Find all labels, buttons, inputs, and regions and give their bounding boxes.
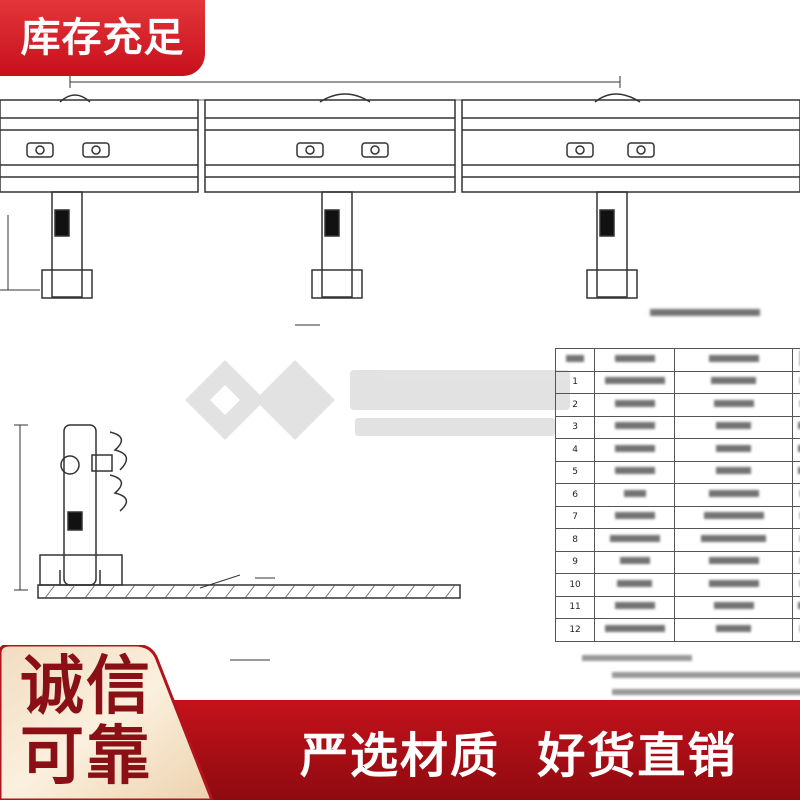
left-panel-bg xyxy=(0,645,214,800)
table-header xyxy=(554,348,800,372)
drawing-notes xyxy=(582,655,800,706)
trust-text: 诚信可靠 xyxy=(20,650,152,794)
table-row: 1 xyxy=(554,370,800,394)
material-table: 1 2 3 4 5 6 7 8 9 10 11 12 xyxy=(554,348,800,642)
post-2 xyxy=(311,191,363,299)
table-row: 10 xyxy=(554,573,800,597)
slogan-text: 严选材质 好货直销 xyxy=(300,728,738,784)
table-row: 4 xyxy=(554,438,800,462)
watermark-logo xyxy=(185,360,570,440)
beam-segment-2 xyxy=(204,93,456,193)
hatch xyxy=(44,584,456,599)
table-row: 2 xyxy=(554,393,800,417)
table-row: 9 xyxy=(554,550,800,574)
table-row: 5 xyxy=(554,460,800,484)
table-row: 6 xyxy=(554,483,800,507)
post-3 xyxy=(586,191,638,299)
side-view xyxy=(14,424,461,661)
table-row: 7 xyxy=(554,505,800,529)
stock-badge: 库存充足 xyxy=(0,0,205,76)
table-row: 8 xyxy=(554,528,800,552)
post-1 xyxy=(41,191,93,299)
table-title xyxy=(650,309,760,319)
table-row: 11 xyxy=(554,595,800,619)
table-row: 3 xyxy=(554,415,800,439)
table-row: 12 xyxy=(554,618,800,642)
